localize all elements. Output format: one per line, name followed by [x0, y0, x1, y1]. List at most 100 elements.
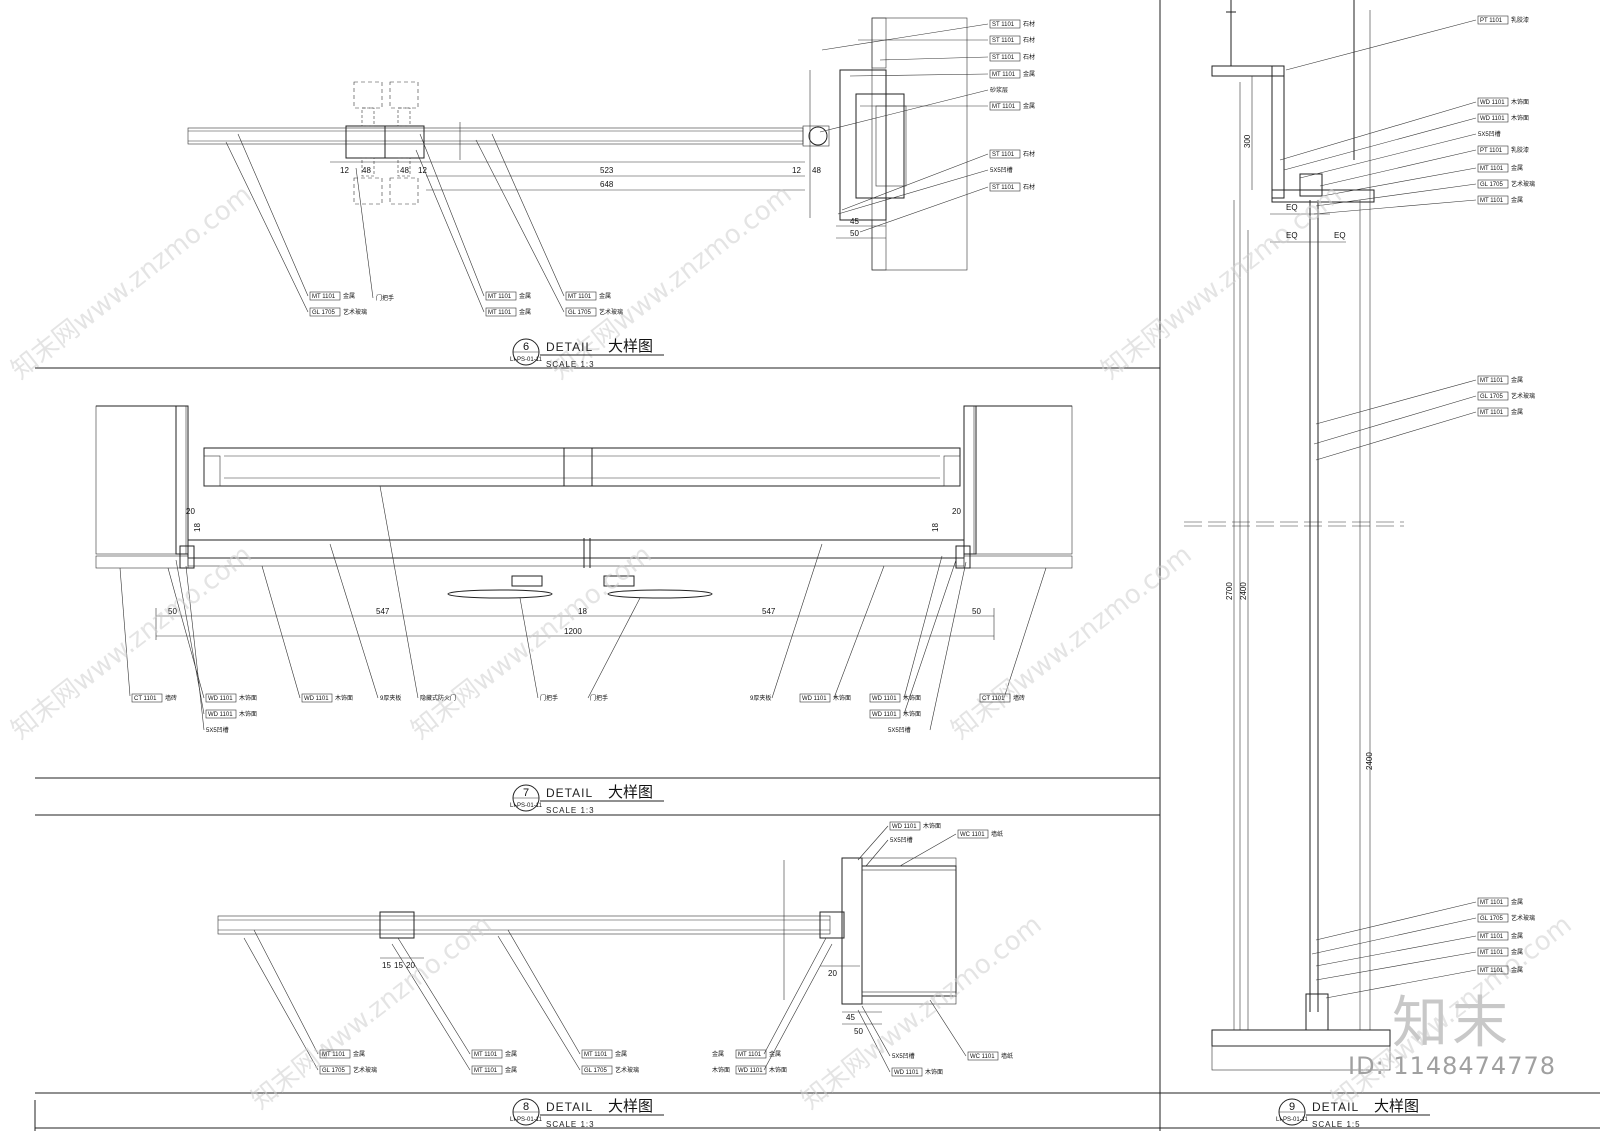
d9-tag-box: [1477, 375, 1509, 385]
d7-dim: 50: [168, 607, 177, 616]
detail-9-title-block: 9 LI-PS-01-11 DETAIL 大样图 SCALE 1:5: [1276, 1097, 1430, 1129]
d8-left-label: 金属: [712, 1050, 724, 1058]
d6-right-tag-desc: 石材: [1023, 53, 1035, 61]
d8-bottom-tag-code: WD 1101: [738, 1068, 763, 1074]
d8-bottom-tag-desc: 金属: [505, 1050, 517, 1058]
d8-top-tag-desc: 5X5凹槽: [890, 836, 913, 844]
detail-6-title-block: 6 LI-PS-01-11 DETAIL 大样图 SCALE 1:3: [510, 337, 664, 369]
d6-bottom-tag-desc: 艺术玻璃: [343, 308, 367, 316]
d9-tag-box: [1477, 145, 1509, 155]
d6-bottom-tag-box: [565, 291, 597, 301]
d8-dim: 15: [382, 961, 391, 970]
d8-bottom-tag-code: GL 1705: [584, 1068, 607, 1074]
d8-bottom-tag-desc: 墙纸: [1001, 1052, 1013, 1060]
d9-tag-code: MT 1101: [1480, 378, 1504, 384]
detail-8-title: 大样图: [608, 1097, 653, 1115]
detail-6-ref: LI-PS-01-11: [510, 357, 543, 363]
d9-tag-code: MT 1101: [1480, 968, 1504, 974]
sheet-frame: [34, 0, 1600, 1131]
brand-logo-text: 知末: [1392, 991, 1512, 1056]
d9-tag-desc: 艺术玻璃: [1511, 914, 1535, 922]
d6-bottom-tag-code: MT 1101: [488, 294, 512, 300]
d8-bottom-tag-code: MT 1101: [738, 1052, 762, 1058]
d8-dim: 20: [828, 969, 837, 978]
d6-bottom-tag-box: [485, 307, 517, 317]
detail-6-number: 6: [523, 341, 529, 353]
d9-tag-desc: 乳胶漆: [1511, 16, 1529, 24]
d6-right-tag-desc: 砂浆层: [990, 86, 1008, 94]
d8-top-tag-desc: 木饰面: [923, 822, 941, 830]
d9-tag-code: MT 1101: [1480, 934, 1504, 940]
d9-tag-box: [1477, 913, 1509, 923]
watermark-text: 知末网www.znzmo.com: [406, 540, 658, 746]
d8-bottom-tag-desc: 木饰面: [769, 1066, 787, 1074]
d8-bottom-tag-desc: 艺术玻璃: [615, 1066, 639, 1074]
d9-tag-code: WD 1101: [1480, 116, 1505, 122]
d6-bottom-tag-box: [565, 307, 597, 317]
detail-7-drawing: [95, 405, 1073, 731]
d9-dim: EQ: [1334, 231, 1346, 240]
detail-7-scale: SCALE 1:3: [546, 806, 595, 815]
d8-bottom-tag-desc: 金属: [615, 1050, 627, 1058]
d6-right-tag-code: MT 1101: [992, 104, 1016, 110]
d9-dim: EQ: [1286, 231, 1298, 240]
d9-tag-box: [1477, 391, 1509, 401]
d8-bottom-tag-desc: 艺术玻璃: [353, 1066, 377, 1074]
d9-tag-desc: 金属: [1511, 376, 1523, 384]
d6-bottom-tag-desc: 金属: [519, 292, 531, 300]
d8-dim: 20: [406, 961, 415, 970]
detail-8-label: DETAIL: [546, 1100, 593, 1114]
d7-dim: 20: [186, 507, 195, 516]
d9-tag-desc: 金属: [1511, 898, 1523, 906]
d7-dim: 1200: [564, 627, 582, 636]
d6-right-tag-box: [989, 101, 1021, 111]
d9-tag-code: PT 1101: [1480, 148, 1503, 154]
d6-dim: 12: [792, 166, 801, 175]
watermark-text: 知末网www.znzmo.com: [796, 910, 1048, 1116]
d6-right-tag-code: ST 1101: [992, 55, 1015, 61]
d6-right-tag-box: [989, 149, 1021, 159]
d6-bottom-tag-box: [485, 291, 517, 301]
d9-tag-box: [1477, 407, 1509, 417]
d6-dim: 50: [850, 229, 859, 238]
d6-right-tag-desc: 石材: [1023, 20, 1035, 28]
d9-tag-desc: 金属: [1511, 164, 1523, 172]
d6-dim: 48: [362, 166, 371, 175]
annotation-layer: ST 1101 石材 ST 1101 石材 ST 1101 石材 MT 1101 金属 砂浆层 M…: [131, 15, 1535, 1077]
d9-tag-desc: 乳胶漆: [1511, 146, 1529, 154]
d6-right-tag-desc: 石材: [1023, 150, 1035, 158]
d9-tag-code: GL 1705: [1480, 916, 1503, 922]
detail-9-label: DETAIL: [1312, 1100, 1359, 1114]
d6-right-tag-code: ST 1101: [992, 38, 1015, 44]
d9-tag-box: [1477, 947, 1509, 957]
d7-tag-code: WD 1101: [304, 696, 329, 702]
d6-right-tag-code: MT 1101: [992, 72, 1016, 78]
d8-bottom-tag-box: [735, 1065, 767, 1075]
d8-top-tag-box: [957, 829, 989, 839]
d8-bottom-tag-code: WD 1101: [894, 1070, 919, 1076]
d7-tag-box: [131, 693, 163, 703]
d6-bottom-tag-desc: 艺术玻璃: [599, 308, 623, 316]
d7-tag-code: WD 1101: [208, 696, 233, 702]
d8-bottom-tag-desc: 金属: [769, 1050, 781, 1058]
d6-right-tag-code: ST 1101: [992, 22, 1015, 28]
detail-7-title-block: 7 LI-PS-01-11 DETAIL 大样图 SCALE 1:3: [510, 783, 664, 815]
d9-dim: 2400: [1239, 582, 1248, 600]
d9-tag-box: [1477, 179, 1509, 189]
d6-right-tag-code: ST 1101: [992, 152, 1015, 158]
d6-right-tag-desc: 5X5凹槽: [990, 166, 1013, 174]
d9-tag-desc: 木饰面: [1511, 114, 1529, 122]
d7-tag-desc: 隐藏式防火门: [420, 694, 456, 702]
d7-tag-box: [205, 709, 237, 719]
d8-bottom-tag-desc: 金属: [505, 1066, 517, 1074]
d9-tag-box: [1477, 97, 1509, 107]
detail-8-ref: LI-PS-01-11: [510, 1117, 543, 1123]
d6-right-tag-desc: 金属: [1023, 102, 1035, 110]
d9-tag-desc: 木饰面: [1511, 98, 1529, 106]
d7-tag-desc: 木饰面: [239, 710, 257, 718]
d8-bottom-tag-desc: 金属: [353, 1050, 365, 1058]
d7-tag-desc: 木饰面: [903, 694, 921, 702]
d6-dim: 648: [600, 180, 614, 189]
d6-dim: 45: [850, 217, 859, 226]
d7-tag-code: CT 1101: [982, 696, 1005, 702]
